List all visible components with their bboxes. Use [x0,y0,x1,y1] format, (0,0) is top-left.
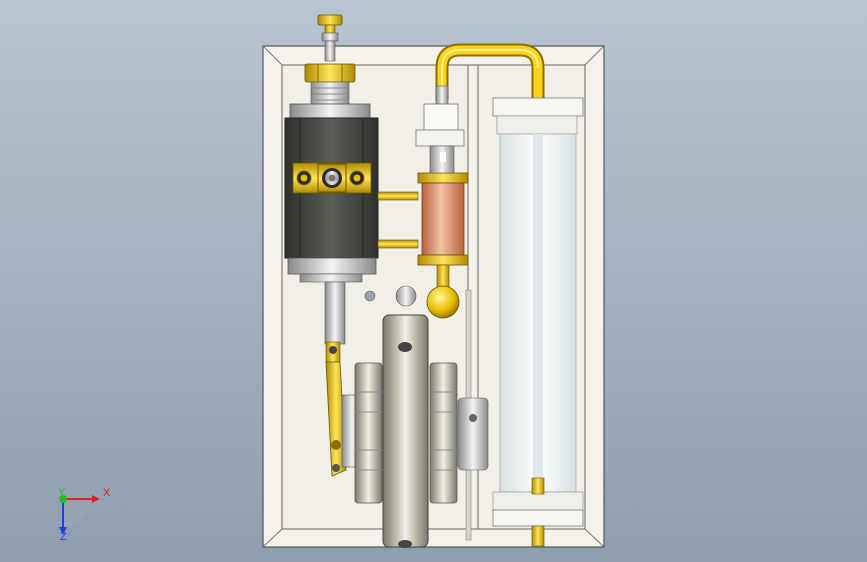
coordinate-triad [59,495,100,535]
z-axis-label: Z [60,531,67,543]
copper-chamber[interactable] [417,172,469,319]
top-valve[interactable] [304,14,356,105]
power-cylinder[interactable] [284,103,379,283]
transfer-pipes[interactable] [377,191,419,249]
connecting-rod[interactable] [324,281,417,477]
glass-tube[interactable] [492,97,584,547]
brass-tube[interactable] [415,43,545,174]
crank-hub[interactable] [341,362,489,504]
x-axis-label: X [103,487,111,499]
flywheel[interactable] [382,314,429,548]
y-axis-label: Y [58,487,66,499]
